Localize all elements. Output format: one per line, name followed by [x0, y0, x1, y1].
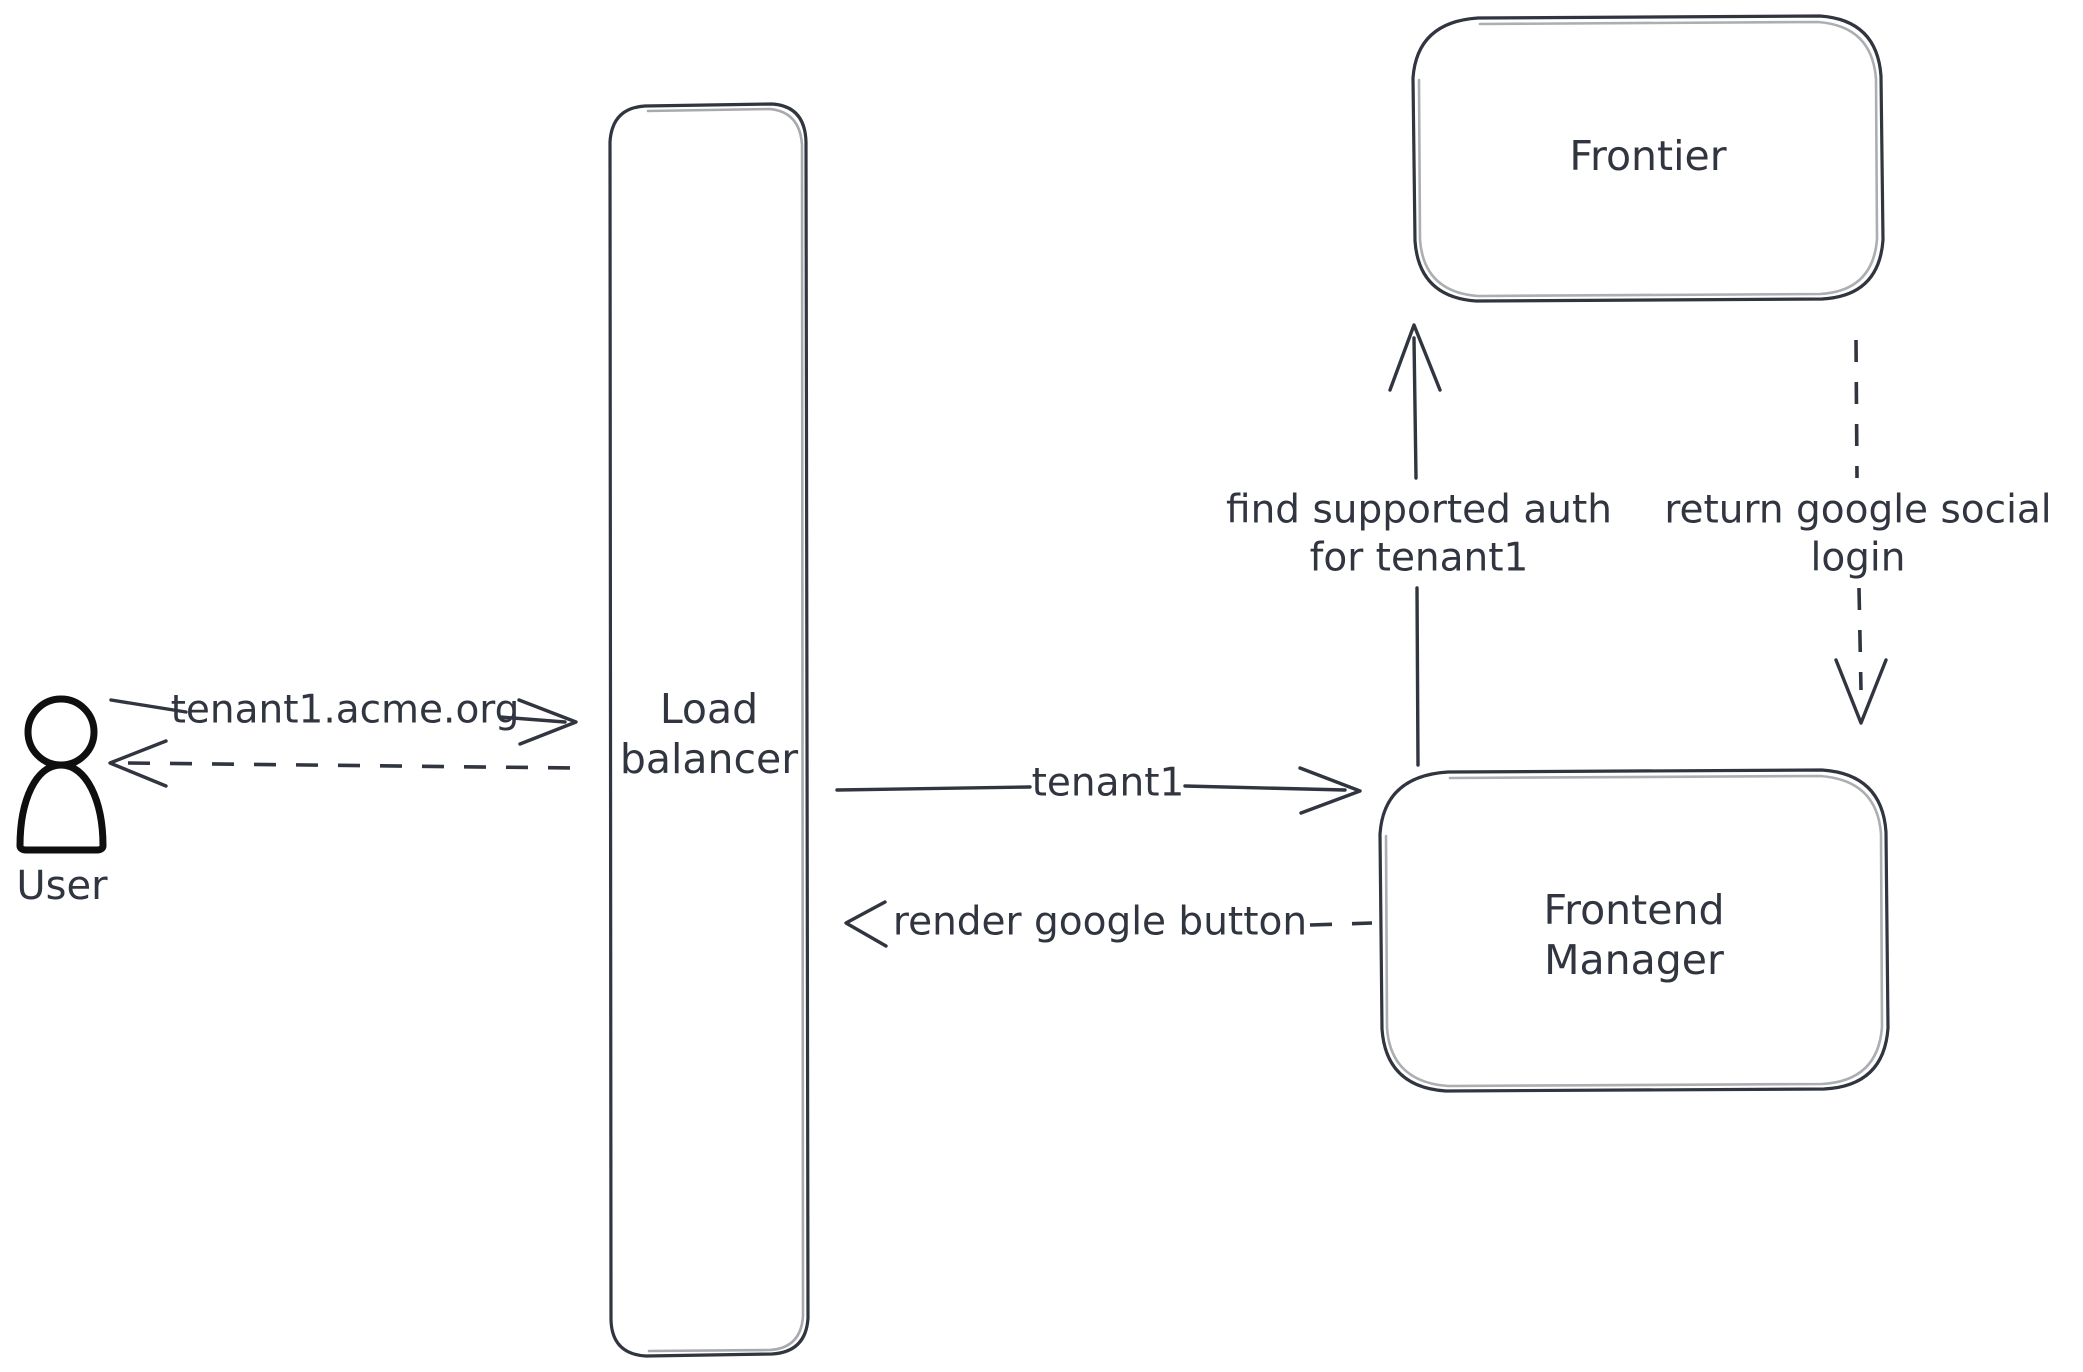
node-user[interactable]: User [16, 695, 108, 909]
edge-frontier-to-fm[interactable]: return google social login [1664, 339, 2052, 725]
user-label: User [16, 863, 108, 909]
frontend-manager-label-line1: Frontend [1544, 886, 1725, 934]
node-frontier[interactable]: Frontier [1411, 14, 1885, 303]
edge-lb-to-user-line [127, 761, 575, 770]
edge-lb-to-fm-line-right [1183, 784, 1347, 792]
edge-fm-to-lb[interactable]: render google button [844, 900, 1373, 948]
edge-lb-to-fm-line-left [835, 785, 1032, 792]
edge-user-to-lb[interactable]: tenant1.acme.org [109, 688, 578, 746]
edge-fm-to-frontier-label-line1: find supported auth [1226, 488, 1612, 533]
edge-frontier-to-fm-arrowhead [1834, 658, 1888, 725]
edge-user-to-lb-line-right [498, 715, 567, 724]
edge-lb-to-fm-arrowhead [1298, 766, 1362, 815]
user-body-icon [16, 761, 107, 854]
load-balancer-label-line1: Load [660, 685, 758, 733]
edge-lb-to-user-arrowhead [108, 739, 168, 788]
node-load-balancer[interactable]: Load balancer [608, 102, 810, 1358]
load-balancer-shape [608, 102, 810, 1358]
load-balancer-shape-sketch [646, 107, 805, 1353]
frontier-label: Frontier [1569, 132, 1726, 180]
frontier-shape [1411, 14, 1885, 303]
edge-user-to-lb-line-left [109, 698, 188, 714]
edge-user-to-lb-arrowhead [517, 698, 578, 746]
edge-fm-to-lb-line [1309, 921, 1373, 927]
frontend-manager-label-line2: Manager [1544, 936, 1724, 984]
edge-fm-to-frontier-line-lower [1415, 586, 1420, 767]
user-head-icon [24, 695, 98, 769]
edge-lb-to-fm-label: tenant1 [1032, 761, 1185, 806]
frontend-manager-shape [1378, 768, 1890, 1093]
edge-frontier-to-fm-label-line2: login [1810, 536, 1905, 581]
load-balancer-label-line2: balancer [620, 735, 798, 783]
edge-fm-to-frontier-label-line2: for tenant1 [1310, 536, 1529, 581]
edge-frontier-to-fm-line-lower [1857, 587, 1863, 691]
edge-lb-to-user[interactable] [108, 739, 575, 788]
edge-frontier-to-fm-line-upper [1854, 339, 1859, 479]
edge-lb-to-fm[interactable]: tenant1 [835, 761, 1362, 815]
edge-frontier-to-fm-label-line1: return google social [1664, 488, 2051, 533]
node-frontend-manager[interactable]: Frontend Manager [1378, 768, 1890, 1093]
edge-fm-to-frontier[interactable]: find supported auth for tenant1 [1226, 323, 1612, 767]
edge-fm-to-frontier-arrowhead [1388, 323, 1442, 392]
edge-fm-to-frontier-line-upper [1412, 336, 1418, 480]
edge-user-to-lb-label: tenant1.acme.org [171, 688, 520, 733]
edge-fm-to-lb-label: render google button [893, 900, 1307, 945]
edge-fm-to-lb-arrowhead [844, 900, 888, 948]
frontier-shape-sketch [1417, 20, 1879, 298]
frontend-manager-shape-sketch [1384, 774, 1884, 1088]
